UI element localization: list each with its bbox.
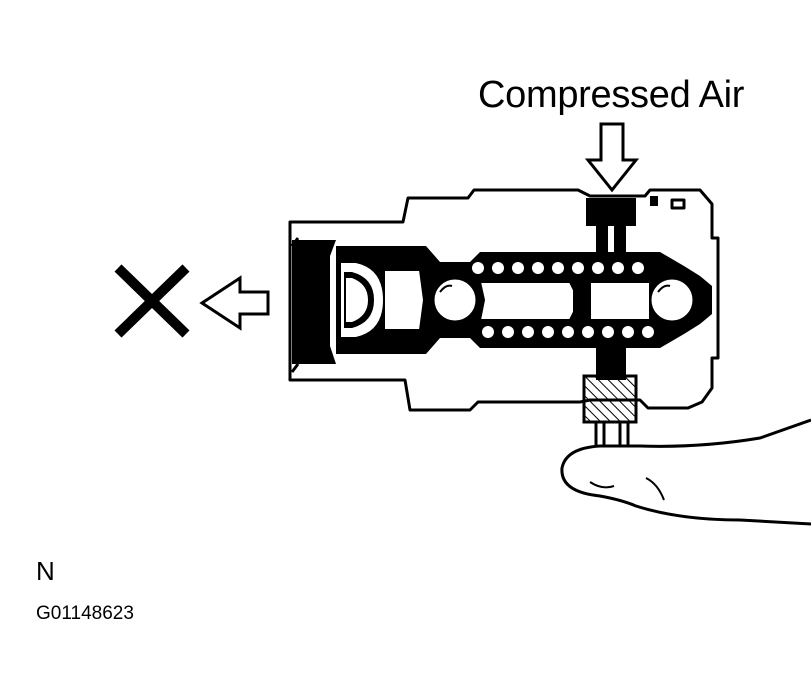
air-arrow-down-icon	[584, 122, 640, 193]
spring-coils	[472, 262, 654, 338]
end-plug	[292, 240, 336, 364]
blocked-cross-icon	[114, 264, 190, 338]
outlet-plug	[582, 374, 638, 424]
check-ball-right	[648, 276, 696, 324]
check-ball-left	[431, 276, 479, 324]
inlet-channel	[586, 198, 636, 226]
finger-icon	[560, 418, 811, 526]
compressed-air-label: Compressed Air	[478, 74, 745, 116]
view-letter: N	[36, 556, 55, 586]
figure-code: G01148623	[36, 603, 134, 624]
flow-arrow-left-icon	[199, 275, 270, 331]
